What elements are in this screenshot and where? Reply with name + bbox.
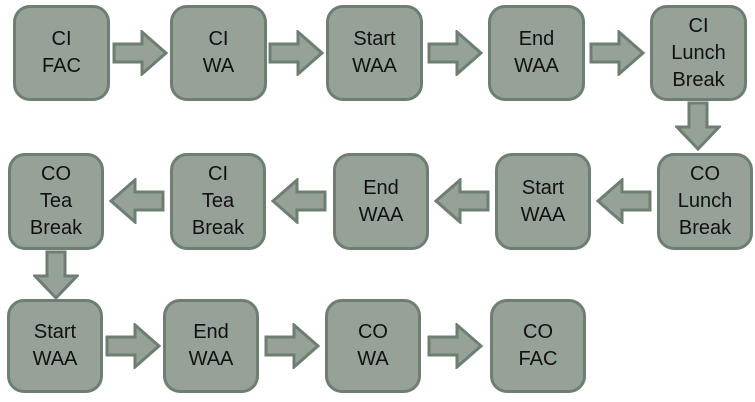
node-co-fac-label: CO FAC xyxy=(518,321,558,370)
node-end-waa-3-label: End WAA xyxy=(188,321,234,370)
node-end-waa-2: End WAA xyxy=(333,153,429,250)
arrow-ci-lunch-break-to-co-lunch-break xyxy=(675,101,721,151)
arrow-co-wa-to-co-fac xyxy=(427,323,483,369)
node-co-wa-label: CO WA xyxy=(357,321,389,370)
node-start-waa-2-label: Start WAA xyxy=(520,176,566,226)
arrow-end-waa-to-ci-lunch-break xyxy=(589,30,645,76)
arrow-start-waa-to-end-waa-1 xyxy=(427,30,483,76)
arrow-end-waa-to-co-wa xyxy=(264,323,320,369)
node-end-waa-1-label: End WAA xyxy=(514,28,559,77)
arrow-start-waa-to-end-waa-2 xyxy=(434,178,490,224)
arrow-ci-wa-to-start-waa xyxy=(268,30,324,76)
node-ci-wa: CI WA xyxy=(170,5,267,101)
arrow-ci-tea-break-to-co-tea-break xyxy=(109,178,165,224)
node-co-tea-break-label: CO Tea Break xyxy=(29,163,83,239)
node-co-tea-break: CO Tea Break xyxy=(8,153,104,250)
node-co-lunch-break: CO Lunch Break xyxy=(657,153,753,250)
node-start-waa-1: Start WAA xyxy=(326,5,423,101)
node-start-waa-3-label: Start WAA xyxy=(32,321,78,370)
node-ci-tea-break-label: CI Tea Break xyxy=(191,163,245,239)
node-ci-fac: CI FAC xyxy=(13,5,110,101)
node-co-lunch-break-label: CO Lunch Break xyxy=(677,163,733,239)
node-start-waa-2: Start WAA xyxy=(495,153,591,250)
node-ci-tea-break: CI Tea Break xyxy=(170,153,266,250)
node-co-fac: CO FAC xyxy=(490,299,586,393)
arrow-end-waa-to-ci-tea-break xyxy=(271,178,327,224)
node-end-waa-3: End WAA xyxy=(163,299,259,393)
arrow-co-tea-break-to-start-waa xyxy=(33,250,79,300)
node-start-waa-1-label: Start WAA xyxy=(352,28,397,77)
node-end-waa-2-label: End WAA xyxy=(358,176,404,226)
node-ci-lunch-break: CI Lunch Break xyxy=(650,5,747,101)
arrow-ci-fac-to-ci-wa xyxy=(112,30,168,76)
node-ci-fac-label: CI FAC xyxy=(42,28,81,77)
arrow-co-lunch-break-to-start-waa xyxy=(596,178,652,224)
node-co-wa: CO WA xyxy=(325,299,421,393)
arrow-start-waa-to-end-waa-3 xyxy=(105,323,161,369)
node-start-waa-3: Start WAA xyxy=(7,299,103,393)
node-ci-lunch-break-label: CI Lunch Break xyxy=(671,14,726,91)
node-ci-wa-label: CI WA xyxy=(202,28,235,77)
node-end-waa-1: End WAA xyxy=(488,5,585,101)
